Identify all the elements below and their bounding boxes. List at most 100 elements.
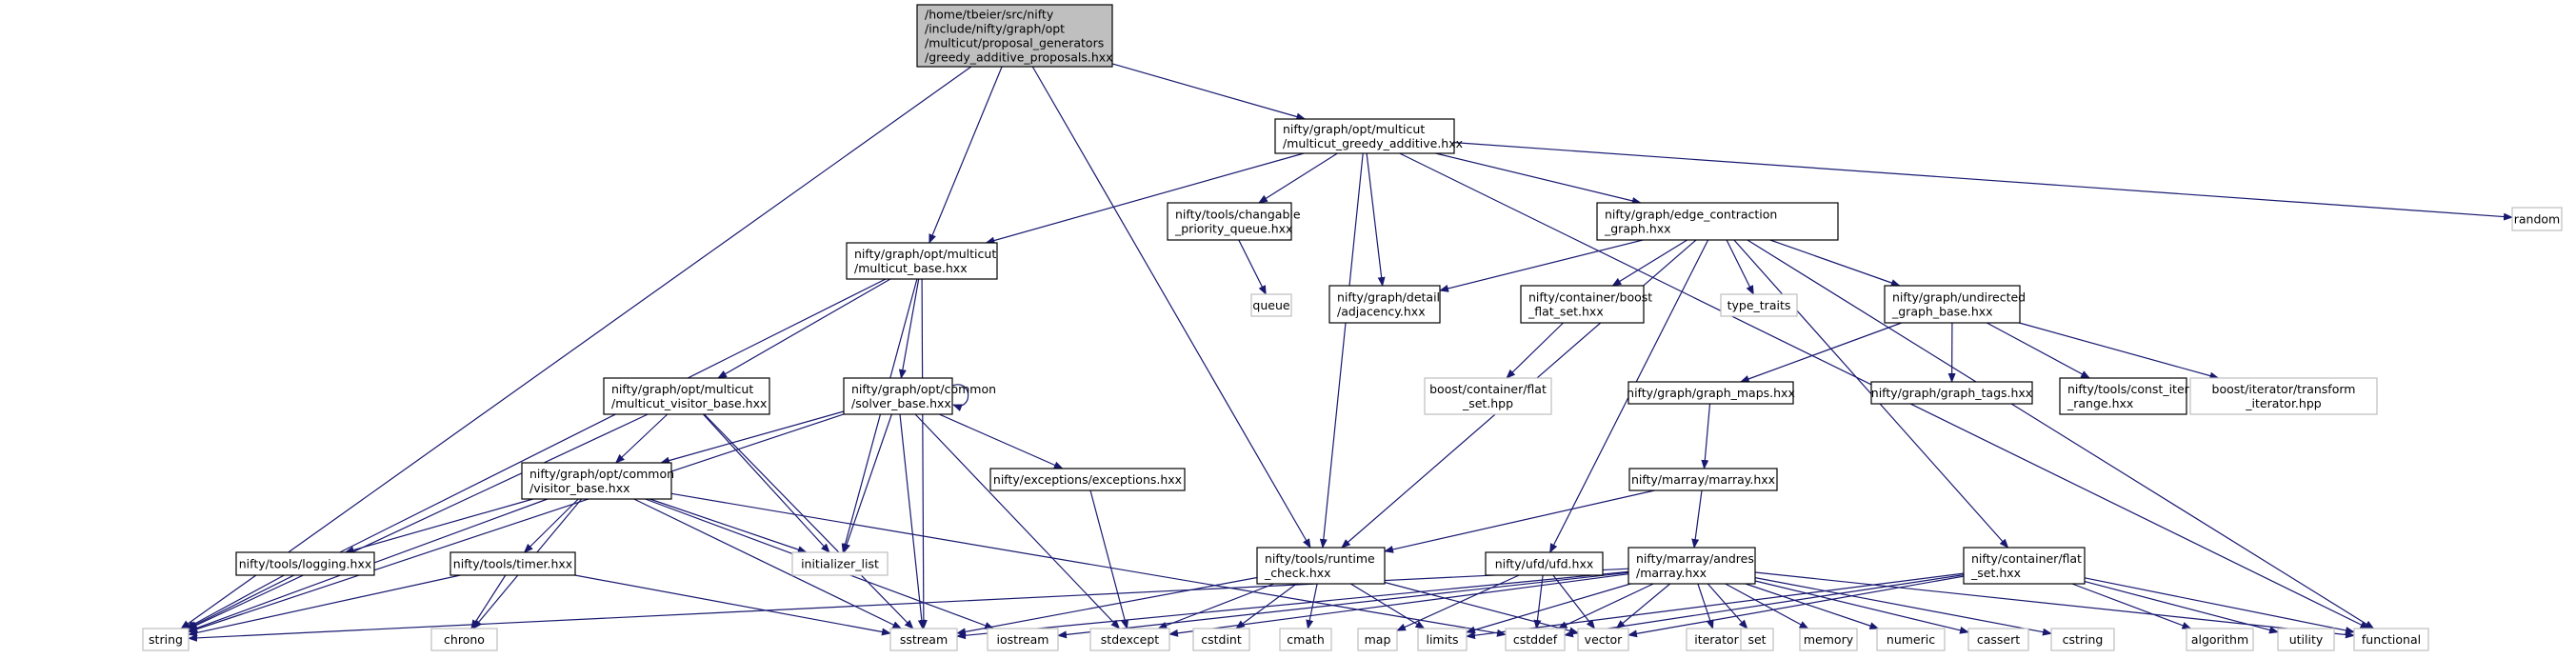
edge-andres-to-limits <box>1466 583 1631 634</box>
edge-bfs-to-bcfs <box>1506 322 1564 379</box>
edge-fs-to-limits <box>1466 572 1965 640</box>
edge-andres-to-functional <box>1754 571 2355 639</box>
node-timer[interactable]: nifty/tools/timer.hxx <box>449 551 576 576</box>
node-box <box>1417 628 1468 651</box>
node-box <box>1876 628 1946 651</box>
node-label-line: _check.hxx <box>1264 566 1331 580</box>
node-label-line: boost/container/flat <box>1429 382 1547 396</box>
node-adj[interactable]: nifty/graph/detail/adjacency.hxx <box>1328 285 1441 324</box>
node-cir[interactable]: nifty/tools/const_iterator_range.hxx <box>2059 377 2214 415</box>
node-root[interactable]: /home/tbeier/src/nifty/include/nifty/gra… <box>916 4 1113 68</box>
node-bit: boost/iterator/transform_iterator.hpp <box>2189 377 2378 415</box>
edge-mb-to-sstream <box>919 278 928 629</box>
node-box <box>1628 468 1778 491</box>
edge-ecg-to-tt <box>1726 239 1754 295</box>
node-utility: utility <box>2277 628 2335 651</box>
node-box <box>987 628 1059 651</box>
node-label-line: _graph.hxx <box>1604 222 1671 236</box>
node-box <box>2059 377 2187 415</box>
edge-ecg-to-functional <box>1747 239 2375 629</box>
node-box <box>1424 377 1552 415</box>
edge-mvb-to-il <box>702 413 830 553</box>
node-mb[interactable]: nifty/graph/opt/multicut/multicut_base.h… <box>846 242 998 280</box>
node-box <box>235 551 375 576</box>
node-label-line: string <box>149 632 183 647</box>
edge-gm-to-ma <box>1701 403 1711 469</box>
node-iterator: iterator <box>1686 628 1747 651</box>
node-ugb[interactable]: nifty/graph/undirected_graph_base.hxx <box>1884 285 2026 324</box>
edge-sb-to-sb <box>951 384 969 411</box>
node-label-line: nifty/graph/detail <box>1337 290 1440 305</box>
node-ma[interactable]: nifty/marray/marray.hxx <box>1628 468 1778 491</box>
node-ufd[interactable]: nifty/ufd/ufd.hxx <box>1485 551 1604 576</box>
node-vb[interactable]: nifty/graph/opt/common/visitor_base.hxx <box>521 462 674 500</box>
node-label-line: nifty/exceptions/exceptions.hxx <box>993 472 1182 487</box>
edge-mga-to-adj <box>1366 152 1386 287</box>
node-box <box>1596 202 1839 241</box>
node-algorithm: algorithm <box>2186 628 2254 651</box>
node-exc[interactable]: nifty/exceptions/exceptions.hxx <box>989 468 1186 491</box>
node-cpq[interactable]: nifty/tools/changable_priority_queue.hxx <box>1167 202 1301 241</box>
edge-mb-to-il <box>841 278 918 553</box>
edge-andres-to-vector <box>1615 583 1671 629</box>
node-cstring: cstring <box>2050 628 2115 651</box>
node-label-line: iterator <box>1694 632 1739 647</box>
edge-fs-to-functional <box>2084 577 2355 634</box>
node-vector: vector <box>1577 628 1629 651</box>
node-box <box>430 628 498 651</box>
edge-rc-to-sstream <box>956 576 1258 636</box>
node-andres[interactable]: nifty/marray/andres/marray.hxx <box>1627 547 1756 585</box>
node-box <box>2186 628 2254 651</box>
node-box <box>1520 285 1645 324</box>
node-label-line: nifty/graph/graph_maps.hxx <box>1627 386 1795 400</box>
edge-ugb-to-bit <box>2019 322 2220 380</box>
edge-ecg-to-ugb <box>1769 239 1901 287</box>
node-box <box>791 551 889 576</box>
node-label-line: /multicut_base.hxx <box>854 261 968 275</box>
node-box <box>2050 628 2115 651</box>
node-label-line: nifty/tools/logging.hxx <box>239 557 372 571</box>
node-box <box>1577 628 1629 651</box>
node-label-line: /include/nifty/graph/opt <box>925 22 1065 36</box>
node-mvb[interactable]: nifty/graph/opt/multicut/multicut_visito… <box>603 377 770 415</box>
node-label-line: /multicut/proposal_generators <box>925 36 1104 50</box>
node-label-line: /solver_base.hxx <box>851 396 951 410</box>
node-box <box>449 551 576 576</box>
node-box <box>1357 628 1398 651</box>
node-gm[interactable]: nifty/graph/graph_maps.hxx <box>1627 381 1795 405</box>
edge-rc-to-cmath <box>1306 583 1318 629</box>
node-chrono: chrono <box>430 628 498 651</box>
node-bfs[interactable]: nifty/container/boost_flat_set.hxx <box>1520 285 1652 324</box>
node-set: set <box>1740 628 1774 651</box>
node-rc[interactable]: nifty/tools/runtime_check.hxx <box>1256 547 1386 585</box>
edge-rc-to-stdexcept <box>1157 583 1275 629</box>
node-label-line: numeric <box>1887 632 1935 647</box>
node-label-line: nifty/graph/opt/multicut <box>854 247 996 261</box>
edge-ufd-to-vector <box>1552 574 1596 629</box>
node-label-line: functional <box>2362 632 2421 647</box>
node-label-line: nifty/graph/graph_tags.hxx <box>1871 386 2032 400</box>
node-gt[interactable]: nifty/graph/graph_tags.hxx <box>1870 381 2033 405</box>
node-box <box>603 377 770 415</box>
node-label-line: /marray.hxx <box>1636 566 1707 580</box>
edge-fs-to-algorithm <box>2071 583 2192 629</box>
node-label-line: nifty/graph/opt/multicut <box>611 382 753 396</box>
edge-ma-to-rc <box>1384 489 1655 553</box>
node-log[interactable]: nifty/tools/logging.hxx <box>235 551 375 576</box>
node-fs[interactable]: nifty/container/flat_set.hxx <box>1963 547 2086 585</box>
node-ecg[interactable]: nifty/graph/edge_contraction_graph.hxx <box>1596 202 1839 241</box>
edge-andres-to-cassert <box>1754 580 1969 634</box>
edge-exc-to-stdexcept <box>1089 489 1129 629</box>
node-label-line: nifty/graph/opt/multicut <box>1283 122 1425 136</box>
node-label-line: nifty/tools/timer.hxx <box>453 557 572 571</box>
node-label-line: _graph_base.hxx <box>1891 305 1993 319</box>
node-label-line: initializer_list <box>801 557 879 571</box>
edge-root-to-string <box>180 66 972 629</box>
node-random: random <box>2511 207 2563 231</box>
edge-timer-to-sstream <box>574 574 891 636</box>
node-mga[interactable]: nifty/graph/opt/multicut/multicut_greedy… <box>1274 118 1463 154</box>
node-sb[interactable]: nifty/graph/opt/common/solver_base.hxx <box>843 377 996 415</box>
node-box <box>2353 628 2429 651</box>
edge-vb-to-timer <box>523 498 579 553</box>
node-label-line: algorithm <box>2191 632 2248 647</box>
